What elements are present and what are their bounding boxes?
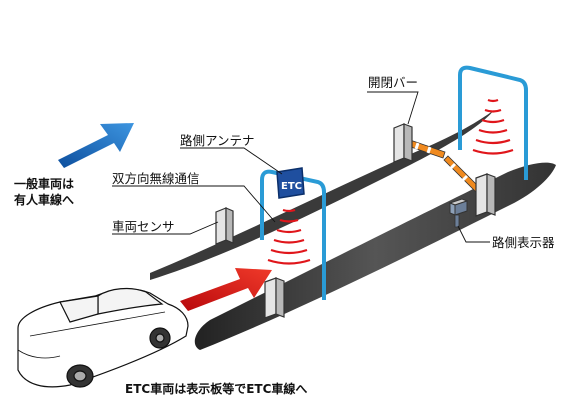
barrier-radio-wave	[472, 98, 514, 155]
lower-lane-island	[194, 162, 556, 350]
barrier-post-lower	[475, 173, 496, 217]
opening-bar	[407, 139, 481, 193]
general-lane-text-line1: 一般車両は	[14, 177, 75, 191]
caption: ETC車両は表示板等でETC車線へ	[125, 382, 308, 396]
display-label: 路側表示器	[492, 235, 555, 250]
roadside-display	[448, 198, 469, 228]
upper-lane-island	[150, 110, 494, 280]
general-lane-text-line2: 有人車線へ	[14, 193, 75, 207]
etc-lane-arrow	[180, 268, 272, 311]
barrier-label: 開閉バー	[368, 75, 419, 90]
radio-label: 双方向無線通信	[112, 171, 200, 186]
etc-sign-text: ETC	[281, 181, 302, 192]
vehicle-sensor-post	[215, 207, 234, 245]
antenna-radio-wave	[267, 208, 311, 265]
sensor-label: 車両センサ	[112, 219, 175, 234]
vehicle-sensor-post-lower	[264, 277, 285, 319]
leader-lines	[112, 91, 490, 243]
barrier-gantry	[458, 65, 528, 180]
barrier-post	[393, 123, 413, 163]
general-lane-arrow	[58, 123, 134, 168]
car	[17, 287, 189, 388]
antenna-label: 路側アンテナ	[180, 133, 255, 148]
etc-sign	[276, 167, 305, 199]
